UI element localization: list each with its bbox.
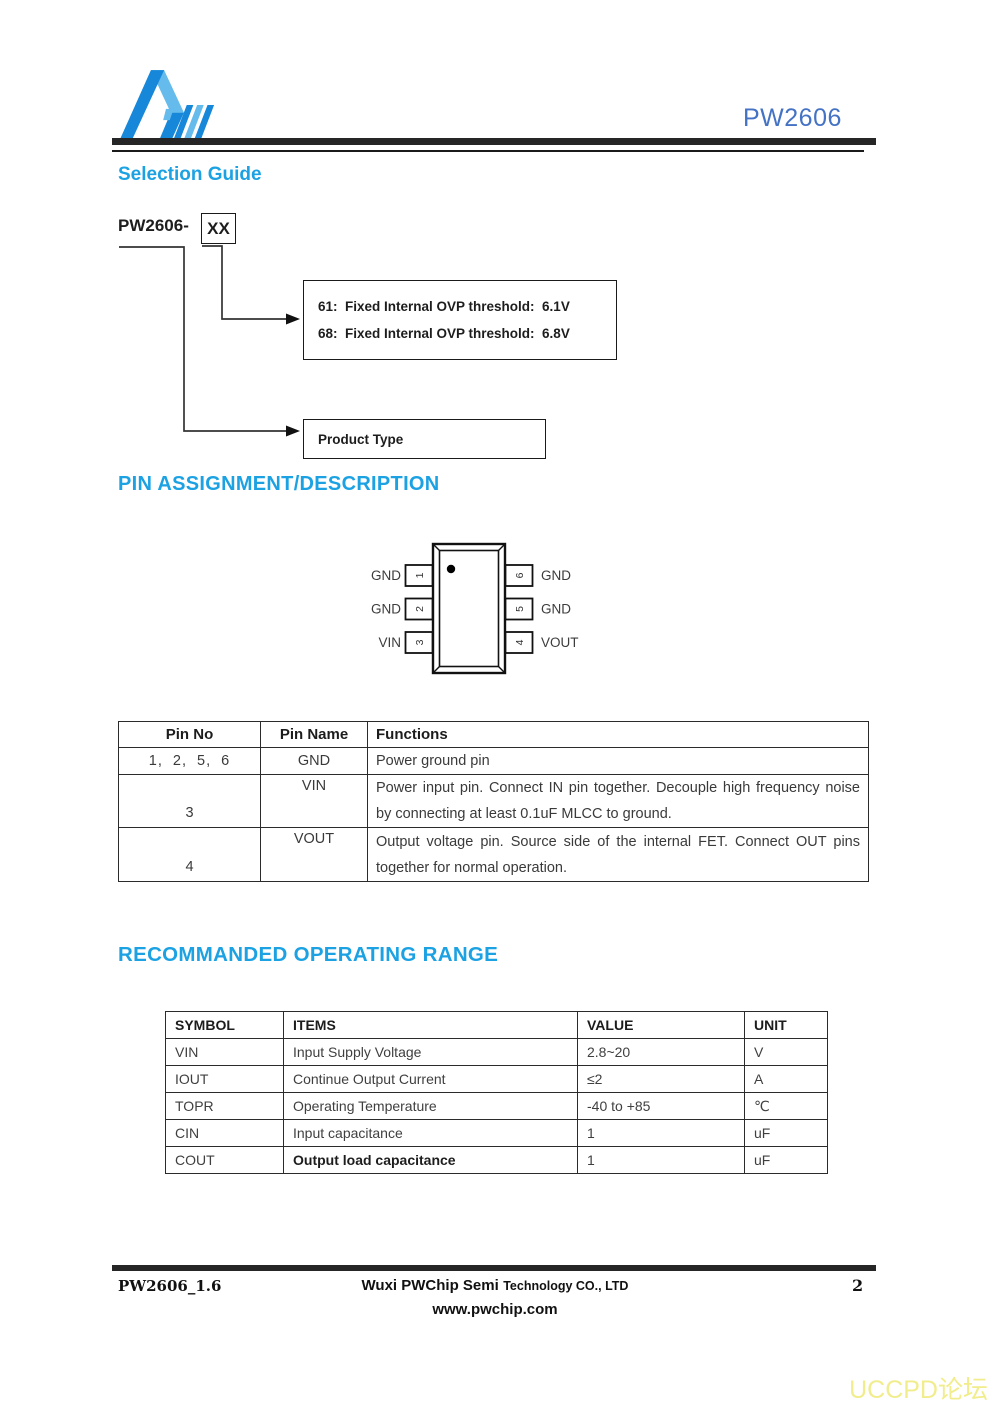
pin-table-cell-functions: Power ground pin (367, 747, 869, 775)
pin-table-cell-pin-no: 3 (118, 774, 261, 828)
pin-number-4: 4 (514, 639, 526, 645)
forum-watermark: UCCPD论坛 (849, 1376, 988, 1403)
table-row: COUT Output load capacitance 1 uF (165, 1146, 828, 1174)
table-row: VIN Input Supply Voltage 2.8~20 V (165, 1038, 828, 1066)
ovp-option-61: 61: Fixed Internal OVP threshold: 6.1V (318, 299, 570, 314)
pin-table-header-pin-name: Pin Name (260, 721, 368, 748)
footer-company-rest: Technology CO., LTD (503, 1279, 629, 1293)
chip-package-diagram: 1 2 3 6 5 4 GND GND VIN GND GND VOUT (371, 542, 579, 675)
pin-description-table: Pin No Pin Name Functions 1, 2, 5, 6 GND… (118, 721, 869, 882)
table-row: IOUT Continue Output Current ≤2 A (165, 1065, 828, 1093)
pin1-indicator-dot (446, 564, 456, 574)
range-cell-value: 2.8~20 (577, 1038, 745, 1066)
pin-label-5: GND (541, 602, 571, 617)
pwchip-logo (118, 70, 215, 142)
pin-table-cell-functions: Output voltage pin. Source side of the i… (367, 827, 869, 882)
range-cell-unit: A (744, 1065, 828, 1093)
range-cell-unit: ℃ (744, 1092, 828, 1120)
range-cell-symbol: COUT (165, 1146, 284, 1174)
range-header-items: ITEMS (283, 1011, 578, 1039)
page-title-product-code: PW2606 (743, 104, 842, 132)
range-cell-value: 1 (577, 1119, 745, 1147)
part-number-suffix-box: XX (201, 213, 236, 244)
pin-table-cell-pin-no: 4 (118, 827, 261, 882)
footer-company-main: Wuxi PWChip Semi (361, 1277, 499, 1294)
header-rule-thin (112, 150, 864, 152)
range-cell-value: -40 to +85 (577, 1092, 745, 1120)
range-cell-items: Output load capacitance (283, 1146, 578, 1174)
pin-stub-3 (404, 631, 434, 654)
pin-label-3: VIN (378, 635, 401, 650)
range-cell-symbol: IOUT (165, 1065, 284, 1093)
header-rule-thick (112, 138, 876, 145)
pin-table-cell-pin-name: VIN (260, 774, 368, 828)
range-header-unit: UNIT (744, 1011, 828, 1039)
pin-number-3: 3 (414, 639, 426, 645)
ovp-threshold-options-box: 61: Fixed Internal OVP threshold: 6.1V 6… (303, 280, 617, 360)
footer-page-number: 2 (852, 1276, 864, 1295)
pin-stub-2 (404, 597, 434, 621)
footer-company: Wuxi PWChip Semi Technology CO., LTD (245, 1277, 745, 1295)
range-cell-unit: V (744, 1038, 828, 1066)
operating-range-heading: RECOMMANDED OPERATING RANGE (118, 943, 499, 966)
range-cell-value: ≤2 (577, 1065, 745, 1093)
pin-table-header-row: Pin No Pin Name Functions (118, 721, 869, 748)
pin-table-cell-pin-no: 1, 2, 5, 6 (118, 747, 261, 775)
pin-table-cell-pin-name: GND (260, 747, 368, 775)
footer-rule (112, 1265, 876, 1271)
pin-number-1: 1 (414, 572, 426, 578)
pin-stub-5 (504, 597, 534, 621)
part-number-prefix: PW2606- (118, 216, 189, 235)
pin-assignment-heading: PIN ASSIGNMENT/DESCRIPTION (118, 473, 440, 495)
table-row: 1, 2, 5, 6 GND Power ground pin (118, 747, 869, 775)
range-cell-unit: uF (744, 1119, 828, 1147)
range-table-header-row: SYMBOL ITEMS VALUE UNIT (165, 1011, 828, 1039)
footer-website: www.pwchip.com (432, 1301, 558, 1318)
selection-connector-lines (119, 245, 300, 437)
range-cell-items: Input capacitance (283, 1119, 578, 1147)
operating-range-table: SYMBOL ITEMS VALUE UNIT VIN Input Supply… (165, 1011, 828, 1174)
pin-stub-4 (504, 631, 534, 654)
pin-number-6: 6 (514, 572, 526, 578)
product-type-box: Product Type (303, 419, 546, 459)
pin-table-header-functions: Functions (367, 721, 869, 748)
pin-label-4: VOUT (541, 635, 579, 650)
footer-doc-version: PW2606_1.6 (118, 1277, 222, 1295)
pin-table-header-pin-no: Pin No (118, 721, 261, 748)
range-cell-symbol: VIN (165, 1038, 284, 1066)
range-header-symbol: SYMBOL (165, 1011, 284, 1039)
pin-number-5: 5 (514, 606, 526, 612)
range-cell-symbol: TOPR (165, 1092, 284, 1120)
pin-label-6: GND (541, 568, 571, 583)
pin-stub-6 (504, 564, 534, 587)
pin-label-2: GND (371, 602, 401, 617)
table-row: TOPR Operating Temperature -40 to +85 ℃ (165, 1092, 828, 1120)
selection-guide-heading: Selection Guide (118, 164, 262, 185)
table-row: CIN Input capacitance 1 uF (165, 1119, 828, 1147)
range-cell-items: Continue Output Current (283, 1065, 578, 1093)
pin-label-1: GND (371, 568, 401, 583)
range-cell-symbol: CIN (165, 1119, 284, 1147)
pin-stub-1 (404, 564, 434, 587)
range-cell-items: Input Supply Voltage (283, 1038, 578, 1066)
pin-number-2: 2 (414, 606, 426, 612)
range-header-value: VALUE (577, 1011, 745, 1039)
table-row: 4 VOUT Output voltage pin. Source side o… (118, 827, 869, 882)
pin-table-cell-pin-name: VOUT (260, 827, 368, 882)
table-row: 3 VIN Power input pin. Connect IN pin to… (118, 774, 869, 828)
range-cell-unit: uF (744, 1146, 828, 1174)
ovp-option-68: 68: Fixed Internal OVP threshold: 6.8V (318, 326, 570, 341)
range-cell-value: 1 (577, 1146, 745, 1174)
pin-table-cell-functions: Power input pin. Connect IN pin together… (367, 774, 869, 828)
range-cell-items: Operating Temperature (283, 1092, 578, 1120)
